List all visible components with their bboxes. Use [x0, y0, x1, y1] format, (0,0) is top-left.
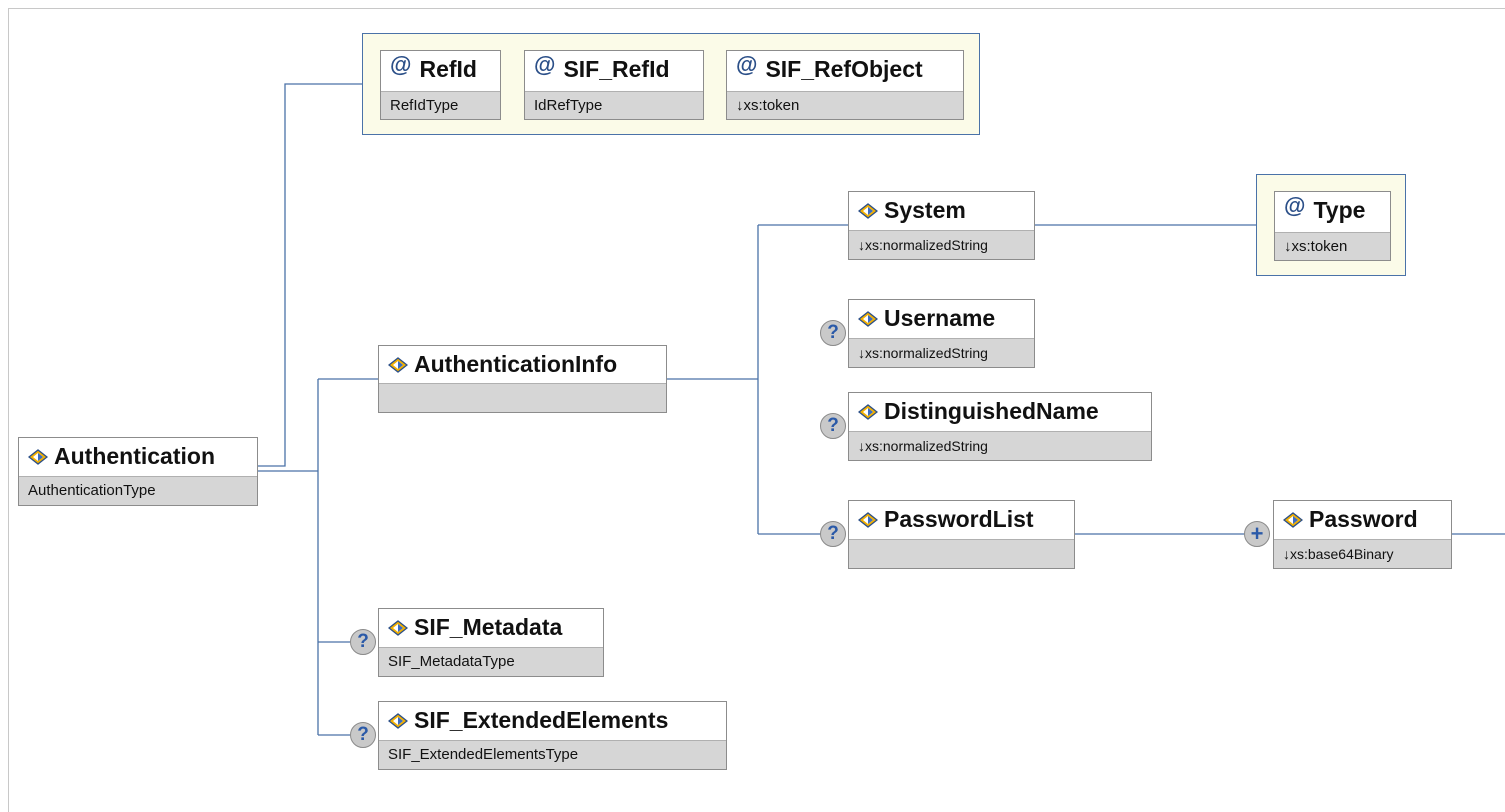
element-sif-metadata[interactable]: SIF_Metadata SIF_MetadataType [378, 608, 604, 677]
element-distinguished-name[interactable]: DistinguishedName ↓xs:normalizedString [848, 392, 1152, 461]
element-name: AuthenticationInfo [414, 351, 618, 377]
element-authentication[interactable]: Authentication AuthenticationType [18, 437, 258, 506]
element-type: ↓xs:normalizedString [849, 338, 1034, 367]
element-sif-extended-elements[interactable]: SIF_ExtendedElements SIF_ExtendedElement… [378, 701, 727, 770]
question-mark-icon: ? [350, 629, 376, 655]
element-name: SIF_Metadata [414, 614, 563, 640]
element-name: DistinguishedName [884, 398, 1099, 424]
element-type: ↓xs:normalizedString [849, 230, 1034, 259]
element-diamond-icon [1283, 511, 1303, 528]
element-diamond-icon [858, 511, 878, 528]
element-type [379, 383, 666, 412]
element-diamond-icon [858, 310, 878, 327]
attribute-name: RefId [419, 56, 477, 82]
attribute-type[interactable]: @ Type ↓xs:token [1274, 191, 1391, 261]
attribute-name: SIF_RefObject [765, 56, 923, 82]
attribute-at-icon: @ [534, 51, 556, 77]
attribute-type: IdRefType [525, 91, 703, 119]
attribute-at-icon: @ [390, 51, 412, 77]
question-mark-icon: ? [820, 413, 846, 439]
attribute-type: ↓xs:token [727, 91, 963, 119]
element-diamond-icon [388, 619, 408, 636]
element-name: System [884, 197, 966, 223]
attribute-name: SIF_RefId [563, 56, 670, 82]
element-diamond-icon [858, 202, 878, 219]
question-mark-icon: ? [350, 722, 376, 748]
element-name: PasswordList [884, 506, 1034, 532]
element-name: Username [884, 305, 996, 331]
element-username[interactable]: Username ↓xs:normalizedString [848, 299, 1035, 368]
attribute-name: Type [1313, 197, 1366, 223]
element-password-list[interactable]: PasswordList [848, 500, 1075, 569]
attribute-at-icon: @ [736, 51, 758, 77]
attribute-sif-refobject[interactable]: @ SIF_RefObject ↓xs:token [726, 50, 964, 120]
question-mark-icon: ? [820, 320, 846, 346]
element-name: Authentication [54, 443, 215, 469]
element-diamond-icon [388, 712, 408, 729]
plus-icon: + [1244, 521, 1270, 547]
attribute-type: RefIdType [381, 91, 500, 119]
element-type: SIF_MetadataType [379, 647, 603, 676]
system-attribute-group: @ Type ↓xs:token [1256, 174, 1406, 276]
attribute-type-value: ↓xs:token [1275, 232, 1390, 260]
element-type: AuthenticationType [19, 476, 257, 505]
root-attribute-group: @ RefId RefIdType @ SIF_RefId IdRefType @ S… [362, 33, 980, 135]
element-type: ↓xs:normalizedString [849, 431, 1151, 460]
element-diamond-icon [388, 356, 408, 373]
diagram-canvas [8, 8, 1505, 812]
element-type: SIF_ExtendedElementsType [379, 740, 726, 769]
element-diamond-icon [858, 403, 878, 420]
element-type: ↓xs:base64Binary [1274, 539, 1451, 568]
element-diamond-icon [28, 448, 48, 465]
element-system[interactable]: System ↓xs:normalizedString [848, 191, 1035, 260]
element-name: SIF_ExtendedElements [414, 707, 669, 733]
element-name: Password [1309, 506, 1418, 532]
element-type [849, 539, 1074, 568]
element-authentication-info[interactable]: AuthenticationInfo [378, 345, 667, 413]
element-password[interactable]: Password ↓xs:base64Binary [1273, 500, 1452, 569]
connector-root-attributes [258, 83, 362, 467]
attribute-sif-refid[interactable]: @ SIF_RefId IdRefType [524, 50, 704, 120]
attribute-at-icon: @ [1284, 192, 1306, 218]
attribute-refid[interactable]: @ RefId RefIdType [380, 50, 501, 120]
question-mark-icon: ? [820, 521, 846, 547]
